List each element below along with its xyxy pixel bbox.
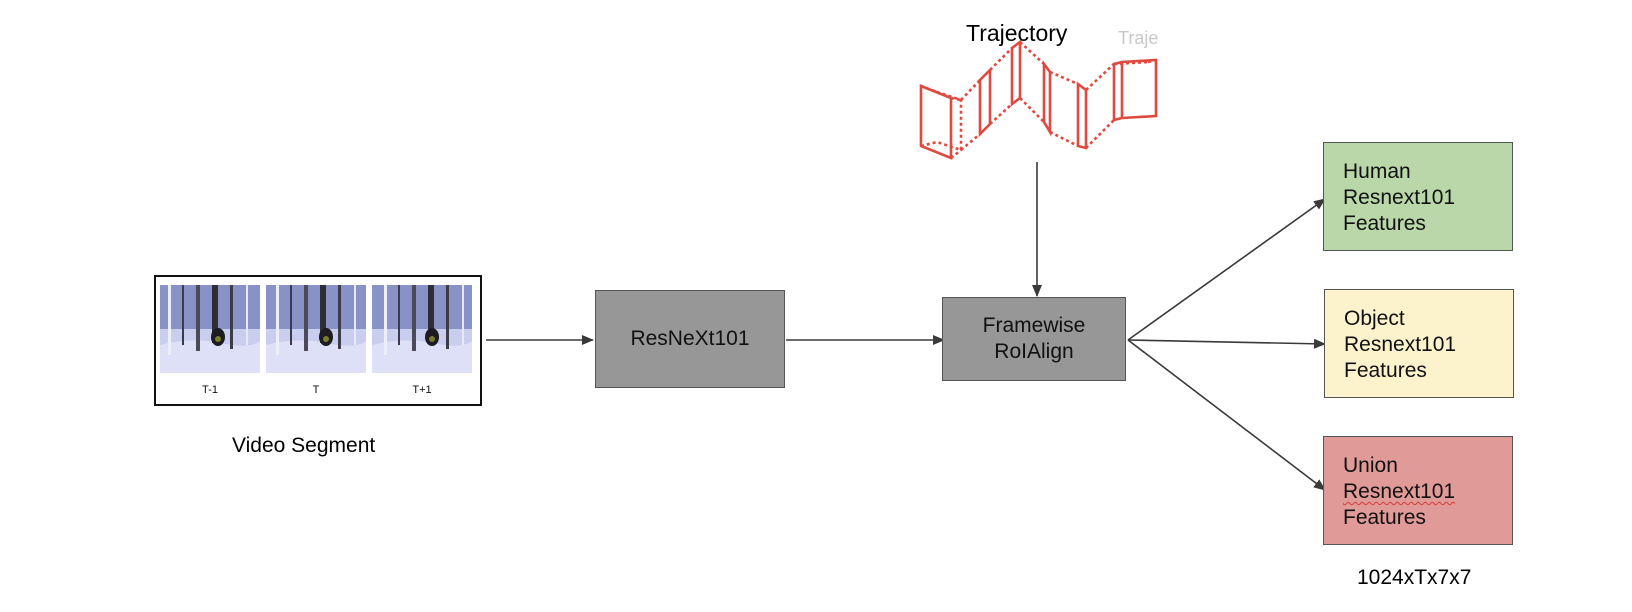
frame-caption: T+1 bbox=[412, 384, 432, 396]
video-frame-t-minus-1 bbox=[160, 285, 260, 373]
arrow-roialign-to-human bbox=[1127, 198, 1326, 341]
faint-ghost-text: Traje bbox=[1118, 28, 1158, 48]
union-features-node: Union Resnext101 Features bbox=[1323, 436, 1513, 545]
snow-forest-image bbox=[160, 285, 260, 373]
union-node-line1: Union bbox=[1343, 454, 1398, 477]
arrow-roialign-to-union bbox=[1127, 339, 1326, 491]
video-segment-label: Video Segment bbox=[232, 434, 376, 457]
roialign-node-line1: Framewise bbox=[982, 314, 1086, 337]
resnext-node-label: ResNeXt101 bbox=[630, 327, 750, 350]
human-node-line2: Resnext101 bbox=[1343, 186, 1456, 209]
object-node-line1: Object bbox=[1344, 307, 1405, 330]
trajectory-cube bbox=[960, 66, 992, 151]
object-node-line2: Resnext101 bbox=[1344, 333, 1457, 356]
snow-forest-image bbox=[372, 285, 472, 373]
union-node-line2: Resnext101 bbox=[1343, 480, 1456, 503]
resnext-node: ResNeXt101 bbox=[595, 290, 785, 388]
roialign-node-line2: RoIAlign bbox=[994, 340, 1074, 363]
frame-caption: T-1 bbox=[202, 384, 218, 396]
object-features-node: Object Resnext101 Features bbox=[1324, 289, 1514, 398]
trajectory-cube bbox=[1076, 63, 1115, 150]
trajectory-cube bbox=[919, 84, 963, 160]
trajectory-cubes bbox=[919, 39, 1158, 160]
human-node-line3: Features bbox=[1343, 212, 1426, 235]
frame-caption: T bbox=[312, 384, 320, 396]
feature-dimensions-label: 1024xTx7x7 bbox=[1357, 566, 1472, 589]
roialign-node: Framewise RoIAlign bbox=[942, 297, 1126, 381]
arrow-roialign-to-object bbox=[1127, 338, 1326, 349]
trajectory-cube bbox=[989, 39, 1045, 125]
trajectory-title: Trajectory bbox=[966, 20, 1068, 46]
video-frame-t-plus-1 bbox=[372, 285, 472, 373]
union-node-line3: Features bbox=[1343, 506, 1426, 529]
human-features-node: Human Resnext101 Features bbox=[1323, 142, 1513, 251]
trajectory-cube bbox=[1042, 60, 1079, 148]
snow-forest-image bbox=[266, 285, 366, 373]
trajectory-cube bbox=[1112, 58, 1158, 122]
video-frame-t bbox=[266, 285, 366, 373]
object-node-line3: Features bbox=[1344, 359, 1427, 382]
human-node-line1: Human bbox=[1343, 160, 1411, 183]
